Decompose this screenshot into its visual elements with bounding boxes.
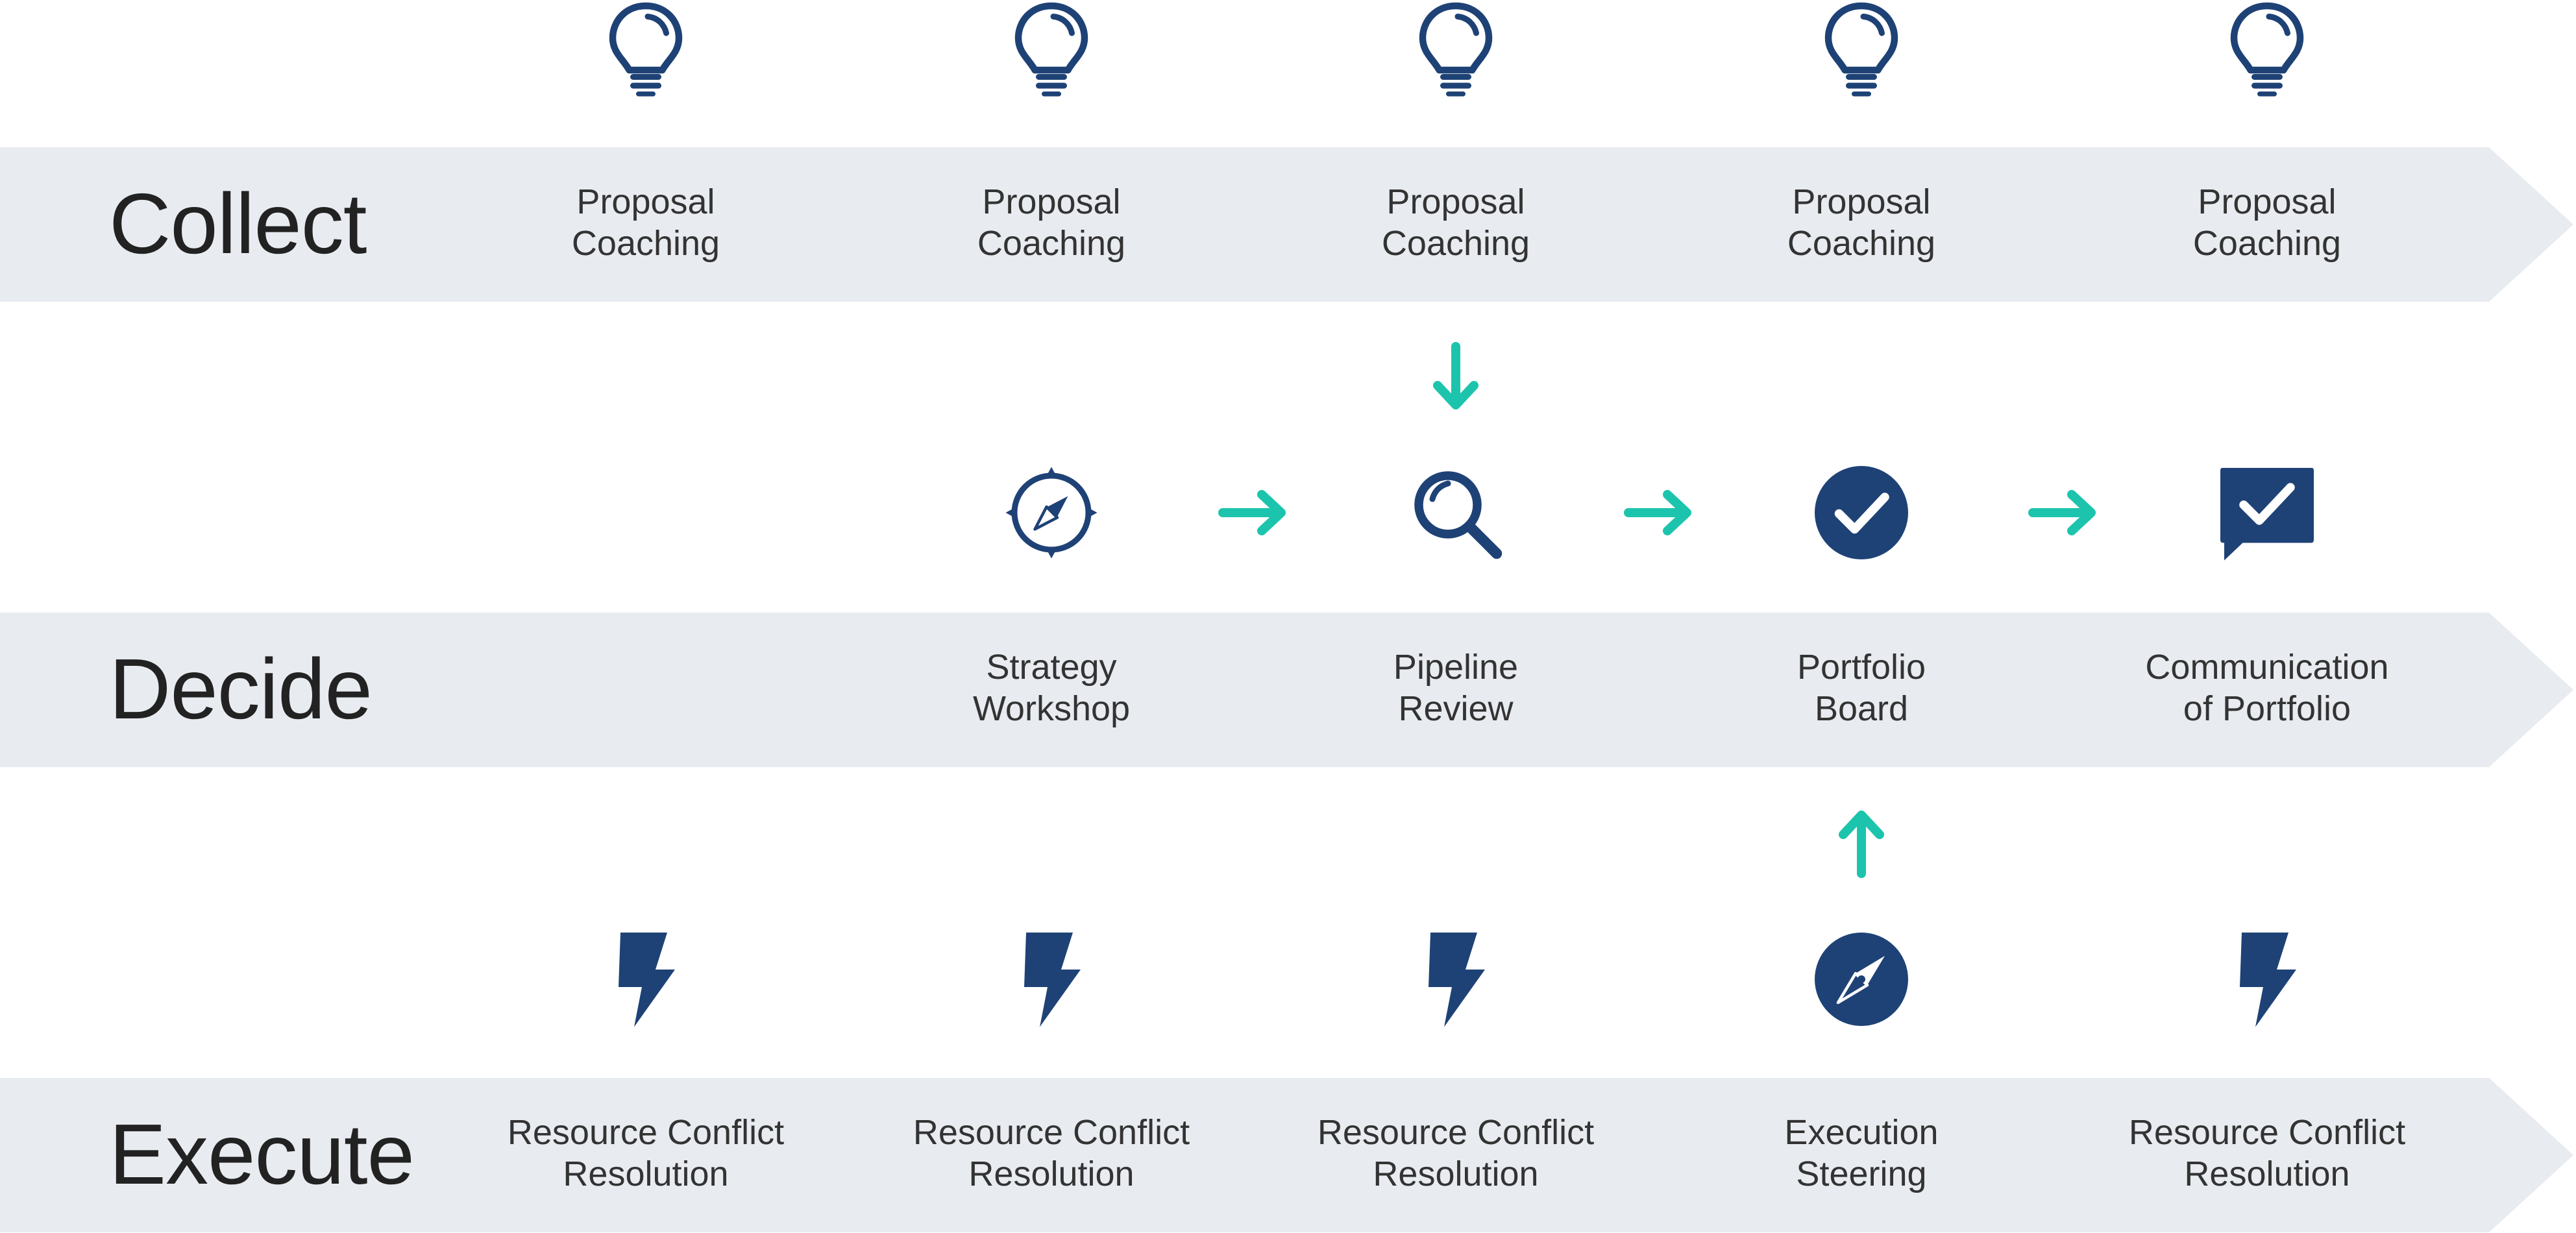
step-label-line2: Resolution (563, 1154, 729, 1193)
step-label-line1: Proposal (2198, 182, 2337, 221)
band-execute (0, 1078, 2573, 1232)
step-label-line1: Resource Conflict (2128, 1113, 2406, 1152)
lightbulb-icon (1014, 2, 1088, 97)
flow-arrow-up (1839, 811, 1884, 878)
step-label-line1: Pipeline (1393, 648, 1519, 687)
step-label-line1: Proposal (1792, 182, 1931, 221)
compass-outline-icon (1005, 467, 1098, 559)
lightbulb-icon (2230, 2, 2304, 97)
compass-filled-icon (1815, 933, 1908, 1026)
lightbulb-icon (1419, 2, 1493, 97)
step-label-line2: Coaching (1787, 224, 1936, 263)
step-label-line2: of Portfolio (2183, 689, 2351, 728)
step-label-line1: Proposal (576, 182, 715, 221)
band-title-decide: Decide (109, 641, 373, 737)
band-decide (0, 613, 2573, 767)
magnifier-icon (1414, 471, 1503, 559)
lightning-icon (1429, 933, 1485, 1027)
step-label-line2: Resolution (1373, 1154, 1539, 1193)
step-label-line1: Portfolio (1797, 648, 1926, 687)
step-label-line2: Review (1398, 689, 1514, 728)
band-collect (0, 147, 2573, 302)
step-label-line1: Resource Conflict (1317, 1113, 1595, 1152)
step-label-line1: Resource Conflict (913, 1113, 1190, 1152)
step-label-line2: Workshop (972, 689, 1131, 728)
band-title-collect: Collect (109, 176, 367, 271)
lightbulb-icon (609, 2, 683, 97)
lightning-icon (2240, 933, 2296, 1027)
check-message-icon (2220, 468, 2314, 561)
flow-arrow-right (1624, 490, 1691, 535)
step-label-line1: Execution (1784, 1113, 1939, 1152)
step-label-line2: Board (1814, 689, 1909, 728)
step-label-line2: Coaching (2192, 224, 2342, 263)
lightning-icon (619, 933, 675, 1027)
lightning-icon (1024, 933, 1081, 1027)
step-label-line2: Coaching (571, 224, 720, 263)
step-label-line1: Proposal (982, 182, 1121, 221)
step-label-line1: Strategy (986, 648, 1117, 687)
lightbulb-icon (1824, 2, 1898, 97)
step-label-line2: Coaching (977, 224, 1126, 263)
step-label-line2: Resolution (968, 1154, 1135, 1193)
step-label-line2: Steering (1796, 1154, 1927, 1193)
flow-arrow-right (2028, 490, 2096, 535)
step-label-line1: Resource Conflict (507, 1113, 785, 1152)
check-circle-icon (1815, 466, 1908, 559)
flow-arrow-down (1433, 342, 1478, 409)
step-label-line1: Proposal (1386, 182, 1525, 221)
step-label-line1: Communication (2145, 648, 2389, 687)
step-label-line2: Coaching (1381, 224, 1530, 263)
band-title-execute: Execute (109, 1106, 415, 1202)
step-label-line2: Resolution (2184, 1154, 2350, 1193)
flow-arrow-right (1218, 490, 1286, 535)
